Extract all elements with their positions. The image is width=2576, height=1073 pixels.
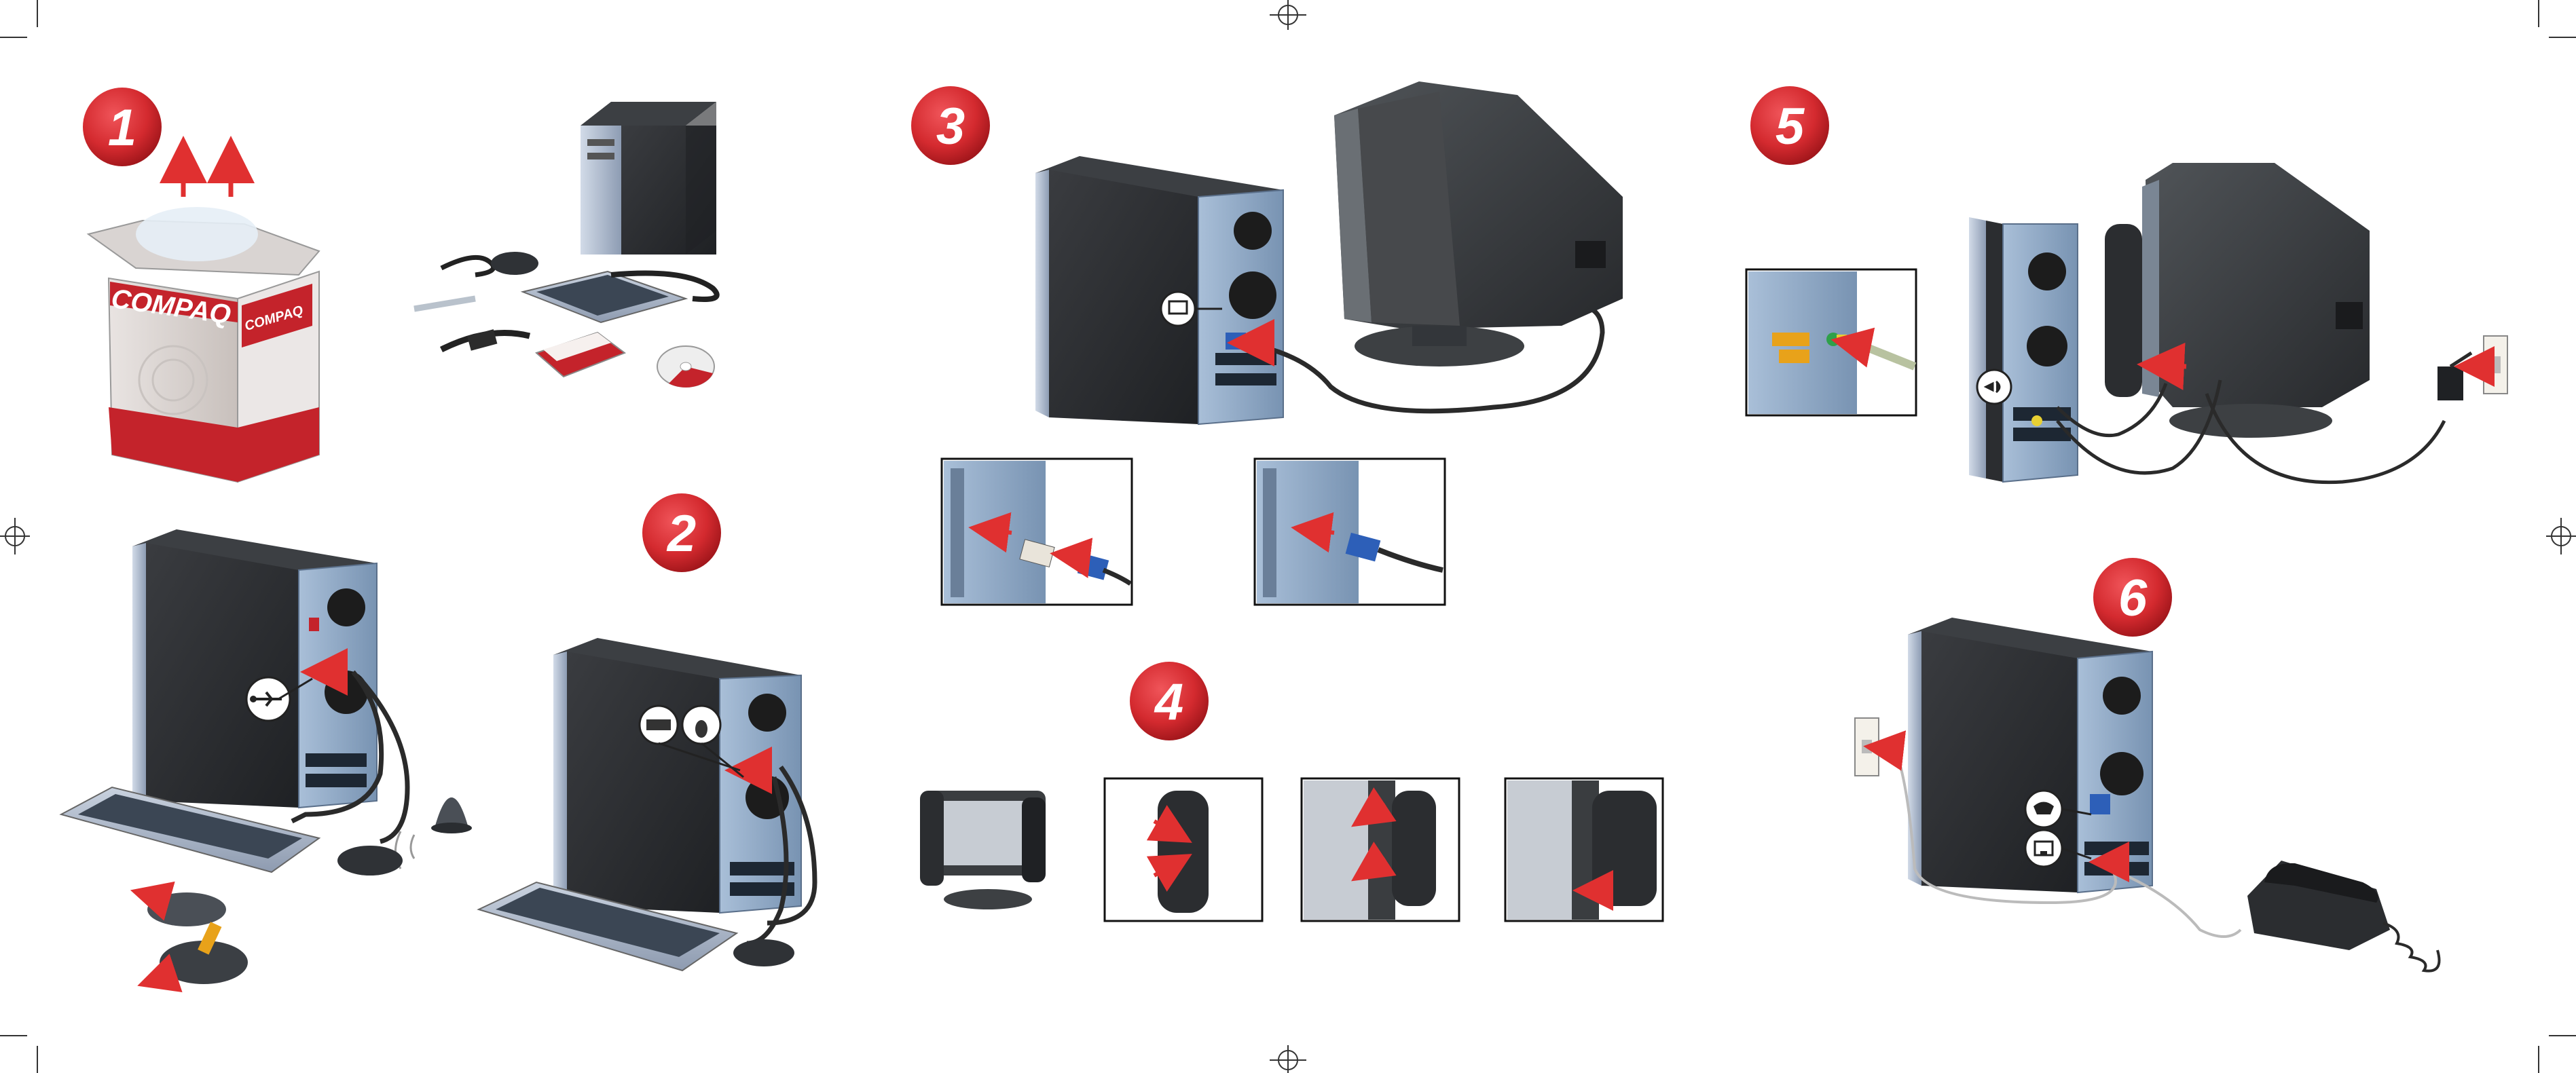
step-number: 5 bbox=[1775, 98, 1805, 155]
audio-out-icon bbox=[1977, 370, 2011, 404]
crt-monitor-step5 bbox=[2105, 163, 2370, 438]
mouse-battery-step bbox=[146, 892, 248, 984]
step-badge-5: 5 bbox=[1750, 86, 1829, 165]
keyboard-small bbox=[523, 271, 686, 322]
inset-speaker-back bbox=[1105, 778, 1262, 921]
step-3-monitor bbox=[942, 81, 1623, 605]
step-2-keyboard-mouse bbox=[61, 529, 815, 984]
tower-step5 bbox=[1969, 217, 2078, 482]
manual bbox=[536, 333, 625, 377]
step-badge-6: 6 bbox=[2093, 558, 2172, 637]
step-number: 2 bbox=[666, 505, 696, 563]
inset-vga bbox=[1255, 459, 1445, 605]
tower-step3 bbox=[1035, 156, 1283, 424]
step-badge-1: 1 bbox=[83, 88, 162, 166]
inset-speaker-attach bbox=[1302, 778, 1459, 921]
step-badge-2: 2 bbox=[642, 493, 721, 572]
step-4-speakers bbox=[920, 778, 1663, 921]
wall-outlet-phone bbox=[1855, 718, 1879, 776]
inset-speaker-plug bbox=[1505, 778, 1663, 921]
network-icon bbox=[2025, 830, 2062, 867]
step-6-modem bbox=[1855, 618, 2440, 971]
accessories bbox=[414, 252, 717, 388]
compaq-box: COMPAQ COMPAQ bbox=[88, 206, 319, 482]
power-adapter bbox=[2437, 353, 2471, 400]
step-5-audio-power bbox=[1746, 163, 2507, 483]
tower-step2-left bbox=[132, 529, 377, 808]
step-number: 4 bbox=[1154, 673, 1183, 731]
tower-small bbox=[581, 102, 716, 255]
step-badge-4: 4 bbox=[1130, 662, 1209, 740]
step-number: 1 bbox=[108, 99, 136, 157]
phone-icon bbox=[2025, 791, 2062, 827]
crt-monitor-step3 bbox=[1334, 81, 1623, 366]
usb-icon bbox=[246, 677, 290, 721]
mouse-icon bbox=[682, 706, 720, 744]
cd-icon bbox=[657, 346, 714, 388]
monitor-icon bbox=[1161, 292, 1195, 326]
inset-audio-port bbox=[1746, 269, 1916, 415]
tower-step2-right bbox=[553, 638, 801, 913]
telephone bbox=[2247, 861, 2440, 971]
step-number: 3 bbox=[936, 98, 965, 155]
monitor-speakers-overview bbox=[920, 791, 1046, 909]
step-1-unboxing: COMPAQ COMPAQ bbox=[88, 102, 717, 482]
step-number: 6 bbox=[2118, 569, 2148, 627]
step-badge-3: 3 bbox=[911, 86, 990, 165]
inset-dvi bbox=[942, 459, 1132, 605]
keyboard-icon bbox=[640, 706, 678, 744]
